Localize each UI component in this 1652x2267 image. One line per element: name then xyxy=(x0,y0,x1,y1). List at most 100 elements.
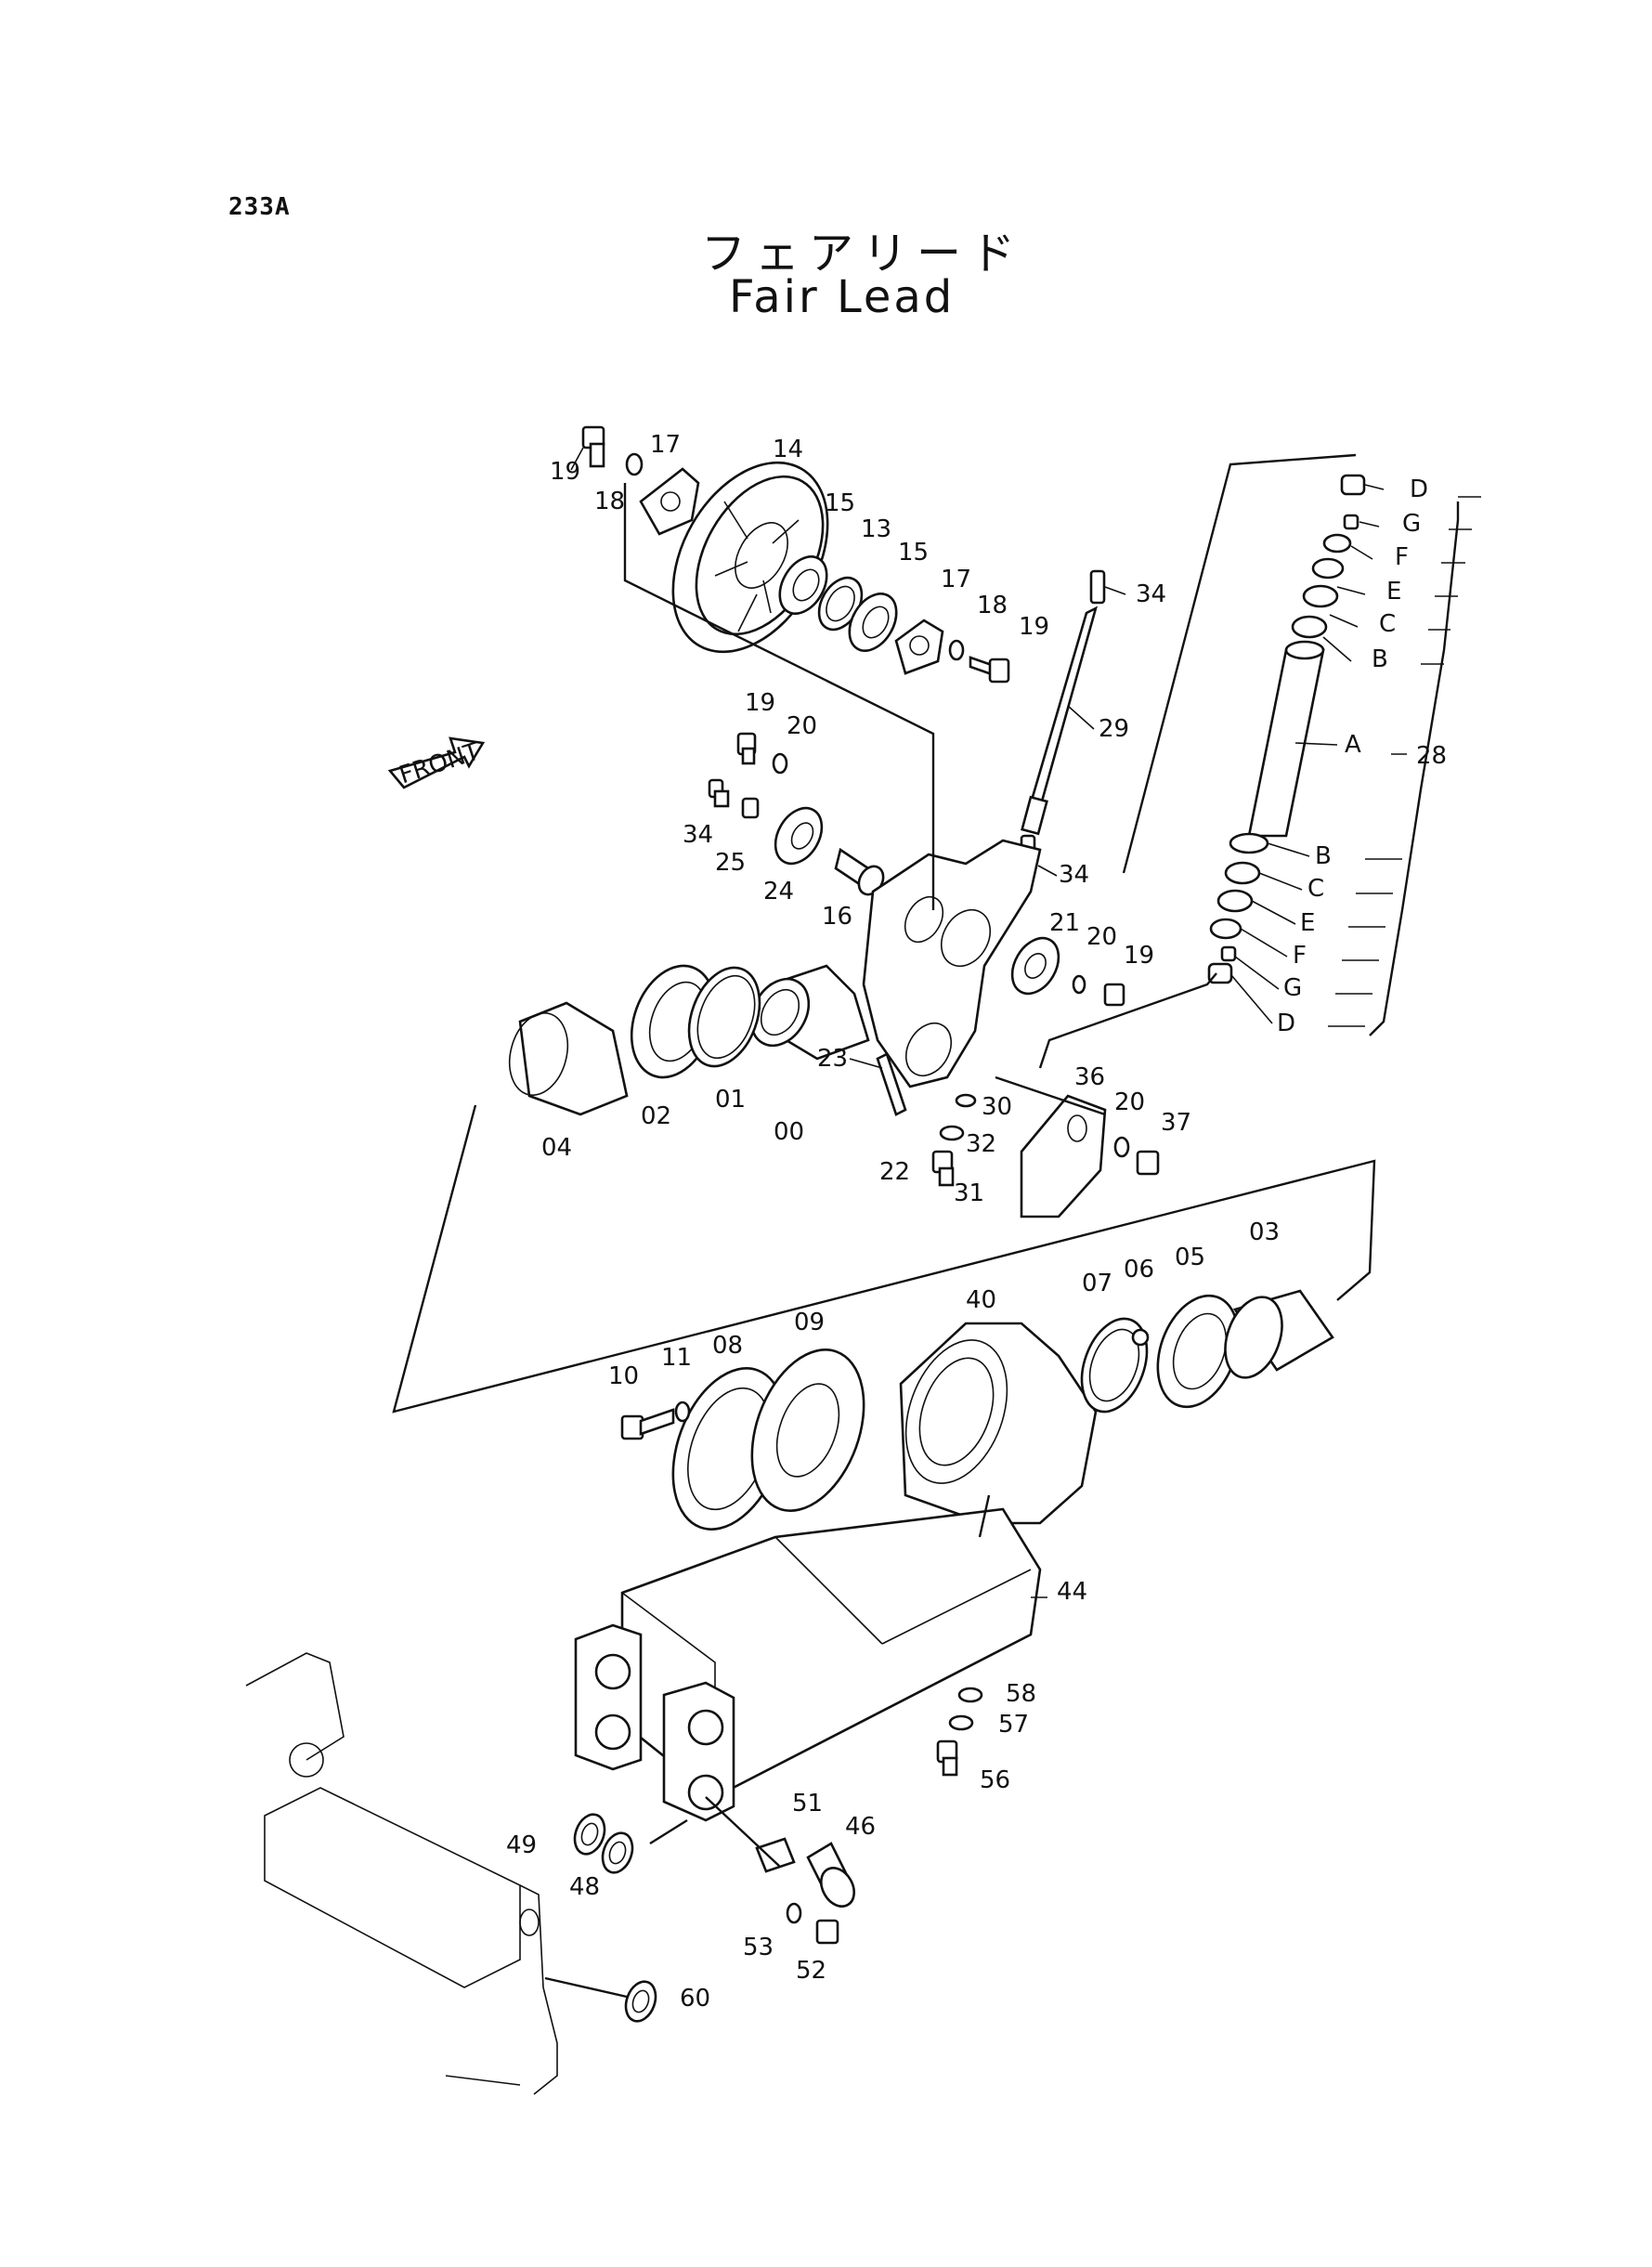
roller-stack-28 xyxy=(1207,474,1366,984)
washer-18-right xyxy=(948,639,965,661)
callout-20: 20 xyxy=(787,712,817,740)
callout-13: 13 xyxy=(861,515,891,543)
callout-52: 52 xyxy=(796,1957,826,1985)
page-title-english: Fair Lead xyxy=(729,271,956,323)
callout-37: 37 xyxy=(1161,1109,1191,1137)
callout-44: 44 xyxy=(1057,1578,1087,1606)
callout-48: 48 xyxy=(569,1873,600,1901)
snap-ring-06 xyxy=(1131,1328,1150,1347)
washer-11 xyxy=(674,1401,691,1423)
plate-51 xyxy=(755,1837,796,1873)
callout-15: 15 xyxy=(825,489,855,517)
ring-07 xyxy=(1080,1317,1149,1414)
assembly-lines xyxy=(392,453,1460,1999)
callout-19: 19 xyxy=(1019,613,1049,641)
callout-B-top: B xyxy=(1372,645,1388,673)
housing-40 xyxy=(899,1322,1098,1525)
callout-57: 57 xyxy=(998,1711,1029,1739)
callout-E-top: E xyxy=(1386,578,1401,606)
shim-49 xyxy=(573,1813,606,1856)
callout-F-top: F xyxy=(1395,543,1409,571)
bracket-36 xyxy=(1020,1094,1160,1218)
callout-G-bottom: G xyxy=(1283,974,1302,1002)
callout-07: 07 xyxy=(1082,1270,1112,1297)
callout-34: 34 xyxy=(1136,580,1166,608)
callout-E-bottom: E xyxy=(1300,909,1315,937)
washer-57 xyxy=(948,1714,974,1731)
callout-18: 18 xyxy=(977,592,1008,619)
callout-D-top: D xyxy=(1410,476,1428,503)
sheave-assembly xyxy=(581,425,1010,684)
callout-40: 40 xyxy=(966,1286,996,1314)
callout-03: 03 xyxy=(1249,1218,1280,1246)
bolt-10 xyxy=(620,1408,675,1440)
washer-32 xyxy=(939,1125,965,1141)
washer-30 xyxy=(955,1093,977,1108)
callout-30: 30 xyxy=(982,1093,1012,1121)
bracket-24 xyxy=(774,806,824,866)
boom-44 xyxy=(574,1507,1042,1822)
callout-F-bottom: F xyxy=(1293,942,1307,970)
shim-48 xyxy=(601,1831,634,1874)
pin-stack xyxy=(708,732,885,896)
callout-49: 49 xyxy=(506,1831,537,1859)
callout-08: 08 xyxy=(712,1332,743,1360)
page-title-japanese: フェアリード xyxy=(701,228,1025,280)
bolt-19-top-left xyxy=(581,425,605,468)
plate-17-right xyxy=(894,619,944,675)
washer-53 xyxy=(786,1902,802,1924)
callout-19: 19 xyxy=(1124,942,1154,970)
callout-32: 32 xyxy=(966,1130,996,1158)
pin-22-23 xyxy=(849,1052,907,1116)
page-code: 233A xyxy=(228,193,291,221)
pin-16 xyxy=(834,847,885,896)
front-direction-arrow: FRONT xyxy=(387,736,486,789)
callout-56: 56 xyxy=(980,1766,1010,1794)
callout-15: 15 xyxy=(898,539,929,567)
callout-20: 20 xyxy=(1114,1088,1145,1116)
callout-51: 51 xyxy=(792,1790,823,1818)
bearing-15-right xyxy=(848,593,898,652)
bolt-31 xyxy=(931,1150,955,1187)
pin-46 xyxy=(806,1842,855,1908)
callout-46: 46 xyxy=(845,1813,876,1841)
sleeve-03 xyxy=(1224,1289,1334,1379)
bolt-52 xyxy=(815,1919,839,1945)
callout-58: 58 xyxy=(1006,1680,1036,1708)
callout-10: 10 xyxy=(608,1362,639,1390)
callout-31: 31 xyxy=(954,1179,984,1207)
callout-21: 21 xyxy=(1049,909,1080,937)
callout-A: A xyxy=(1345,731,1361,759)
callout-11: 11 xyxy=(661,1344,692,1372)
callout-05: 05 xyxy=(1175,1244,1205,1271)
frame-00 xyxy=(749,839,1125,1088)
callout-labels: 19 18 17 14 15 13 15 17 18 19 34 29 19 2… xyxy=(506,431,1447,2013)
callout-24: 24 xyxy=(763,878,794,905)
phantom-main-boom xyxy=(245,1652,558,2095)
front-label: FRONT xyxy=(396,737,483,789)
cover-04 xyxy=(508,1001,629,1116)
plate-17-left xyxy=(639,467,700,536)
callout-02: 02 xyxy=(641,1102,671,1130)
callout-00: 00 xyxy=(774,1118,804,1146)
callout-14: 14 xyxy=(773,436,803,463)
callout-09: 09 xyxy=(794,1309,825,1336)
callout-C-top: C xyxy=(1379,610,1396,638)
callout-B-bottom: B xyxy=(1315,842,1332,870)
washer-18-top-left xyxy=(625,452,644,476)
callout-34: 34 xyxy=(683,821,713,849)
callout-20: 20 xyxy=(1086,923,1117,951)
callout-06: 06 xyxy=(1124,1256,1154,1283)
callout-19: 19 xyxy=(745,689,775,717)
callout-17: 17 xyxy=(941,566,971,593)
washer-58 xyxy=(957,1687,983,1703)
bolt-19-right xyxy=(969,656,1010,684)
shim-60 xyxy=(624,1980,657,2023)
callout-34: 34 xyxy=(1059,861,1089,889)
callout-17: 17 xyxy=(650,431,681,459)
callout-16: 16 xyxy=(822,903,852,931)
callout-23: 23 xyxy=(817,1045,848,1073)
leader-lines xyxy=(570,447,1481,1598)
callout-01: 01 xyxy=(715,1086,746,1114)
